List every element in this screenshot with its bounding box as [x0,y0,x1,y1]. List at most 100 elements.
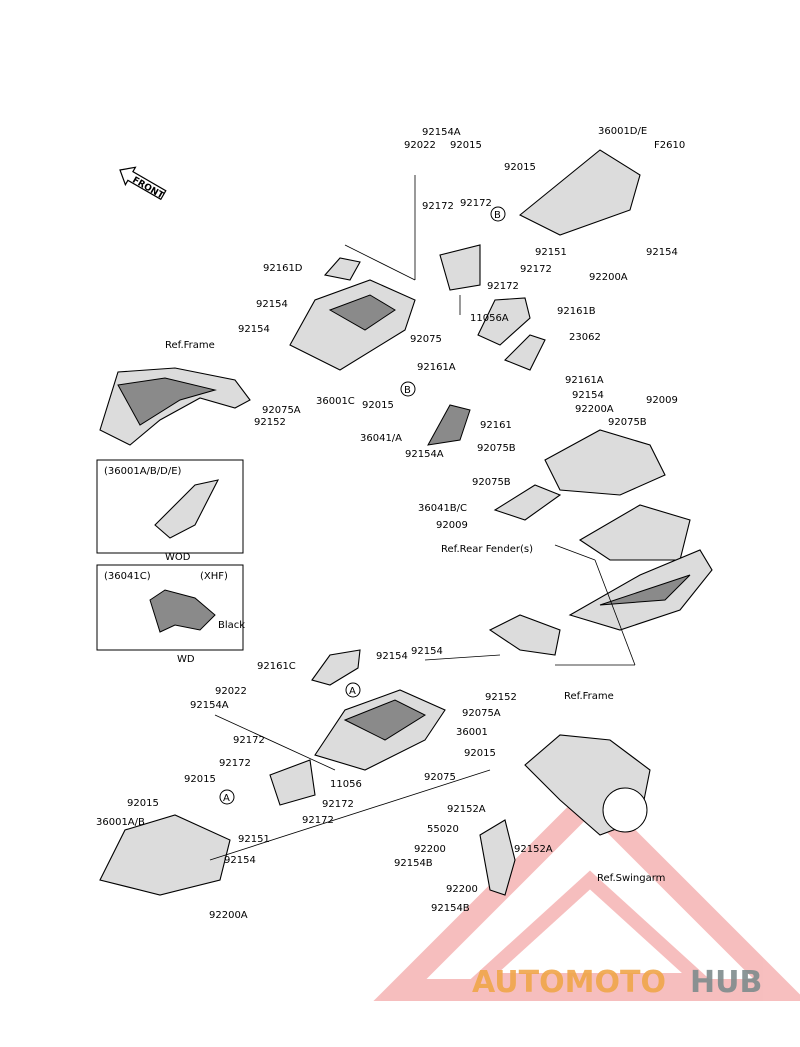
ref-circle-b-mid-label: B [404,385,411,396]
part-labels: 92154A 92022 92015 36001D/E 92015 92172 … [96,126,678,921]
pad-92161b [477,297,531,346]
ref-circle-b-top-label: B [494,210,501,221]
part-label: 92161B [557,306,596,317]
cover-36041a [427,404,471,446]
part-label: 92075B [477,443,516,454]
part-label: 92152 [485,692,517,703]
part-label: 92154A [190,700,229,711]
part-label: 92172 [219,758,251,769]
part-label: 92151 [535,247,567,258]
part-label: 92161 [480,420,512,431]
rear-frame-upper [99,367,251,446]
part-label: 92075 [424,772,456,783]
part-label: 92154B [394,858,433,869]
inset-2-part [149,589,216,633]
ref-circle-a-mid [345,682,361,698]
part-label: 92015 [464,748,496,759]
part-label: 92161A [417,362,456,373]
cover-36001ab [99,814,231,896]
part-label: 92200 [446,884,478,895]
part-label: 92154 [224,855,256,866]
part-label: 92172 [520,264,552,275]
inset-2-note: WD [177,654,195,665]
part-label: 92154 [411,646,443,657]
bracket-23062 [504,334,546,371]
part-label: 92022 [215,686,247,697]
watermark-triangle [373,784,800,1001]
part-label: 36041/A [360,433,402,444]
tail-cowl-lower [493,484,562,521]
seat-cover-36001c [289,279,416,371]
bracket-11056 [269,759,316,806]
part-label: 92009 [646,395,678,406]
part-label: 92154 [376,651,408,662]
inset-box-1 [96,459,244,554]
part-label: 92154 [256,299,288,310]
part-label: 92200A [209,910,248,921]
rear-frame-lower-detail [599,574,691,606]
watermark-triangle-outer [373,784,800,1001]
ref-circle-a-bottom-label: A [223,793,230,804]
bracket-middle [488,614,561,656]
part-label: 92015 [450,140,482,151]
cover-36001de [518,149,641,236]
rear-frame-upper-detail [117,377,217,426]
inset-1-part [154,479,220,539]
front-arrow-icon: FRONT [119,166,167,202]
part-label: 92200 [414,844,446,855]
part-label: 92152A [514,844,553,855]
pad-92161c [311,649,361,686]
part-label: 11056A [470,313,509,324]
watermark-logo: AUTOMOTO HUB [472,965,762,1000]
part-label: 92015 [362,400,394,411]
ref-circle-a-mid-label: A [349,686,356,697]
swingarm-hub [602,787,648,833]
bracket-55020 [479,819,516,896]
part-label: 92172 [302,815,334,826]
tail-cowl-36041bc [544,429,666,496]
part-label: 92075B [472,477,511,488]
ref-circle-b-mid [400,381,416,397]
part-label: 92075B [608,417,647,428]
part-label: 36001 [456,727,488,738]
part-label: 92015 [504,162,536,173]
part-label: 92154 [646,247,678,258]
watermark-text-right: HUB [690,965,762,1000]
part-label: 92172 [322,799,354,810]
pad-92161d [323,257,361,281]
seat-cover-36001-detail [343,699,427,741]
part-label: 92075 [410,334,442,345]
part-label: 92154B [431,903,470,914]
part-label: 92172 [422,201,454,212]
ref-circle-a-bottom [219,789,235,805]
part-label: 92200A [575,404,614,415]
part-label: 92161A [565,375,604,386]
leader-lines [209,175,636,861]
inset-1-note: WOD [165,552,191,563]
seat-cover-36001c-detail [328,294,396,331]
part-label: 55020 [427,824,459,835]
part-label: 92200A [589,272,628,283]
watermark-triangle-inner [461,870,719,987]
rear-fender [578,504,691,561]
part-label: 11056 [330,779,362,790]
part-label: 92172 [460,198,492,209]
part-label: 92022 [404,140,436,151]
inset-2-variant: (XHF) [200,571,228,582]
watermark-text-left: AUTOMOTO [472,965,666,1000]
part-label: 23062 [569,332,601,343]
part-label: 92154 [238,324,270,335]
part-label: 92075A [262,405,301,416]
part-label: 92172 [487,281,519,292]
part-label: 92172 [233,735,265,746]
part-label: 36001C [316,396,355,407]
ref-frame-top-label: Ref.Frame [165,340,215,351]
part-label: 36041B/C [418,503,467,514]
part-label: 92161D [263,263,303,274]
ref-swingarm-label: Ref.Swingarm [597,873,665,884]
ref-frame-bottom-label: Ref.Frame [564,691,614,702]
inset-1-title: (36001A/B/D/E) [104,466,182,477]
part-label: 92161C [257,661,296,672]
part-label: 92015 [184,774,216,785]
part-label: 92151 [238,834,270,845]
